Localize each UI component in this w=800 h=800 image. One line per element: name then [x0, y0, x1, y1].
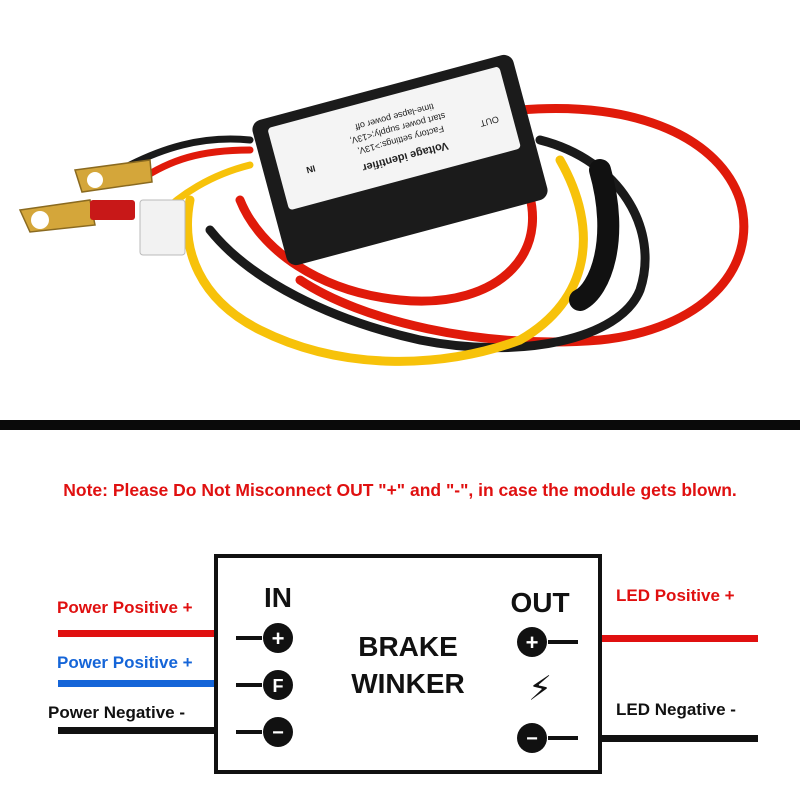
module-name-line2: WINKER [351, 668, 465, 699]
out-pin-plus: + [517, 627, 578, 657]
section-divider [0, 420, 800, 430]
in-pin-plus: + [236, 623, 293, 653]
out-pin-minus: − [517, 723, 578, 753]
wire-power-positive-blue [58, 680, 218, 687]
module-out-label: OUT [510, 587, 569, 618]
lightning-icon: ⚡ [528, 669, 552, 709]
product-label-out: OUT [479, 114, 500, 129]
label-power-positive-2: Power Positive + [57, 653, 193, 672]
in-pin-minus-symbol: − [272, 722, 284, 744]
warning-note: Note: Please Do Not Misconnect OUT "+" a… [63, 480, 737, 500]
in-pin-f-symbol: F [273, 676, 284, 696]
product-photo: Voltage identifier Factory settings:>13V… [18, 54, 749, 366]
in-pin-minus: − [236, 717, 293, 747]
out-pin-plus-symbol: + [526, 630, 539, 655]
label-power-negative: Power Negative - [48, 703, 185, 722]
spade-connectors [18, 159, 186, 256]
label-led-negative: LED Negative - [616, 700, 736, 719]
wiring-diagram: Power Positive + Power Positive + Power … [48, 554, 758, 774]
wire-power-positive-red [58, 630, 218, 637]
wire-harness [126, 103, 749, 366]
in-pin-plus-symbol: + [272, 626, 285, 651]
wire-led-positive [598, 635, 758, 642]
out-pin-minus-symbol: − [526, 728, 538, 750]
label-power-positive-1: Power Positive + [57, 598, 193, 617]
wire-led-negative [598, 735, 758, 742]
label-led-positive: LED Positive + [616, 586, 735, 605]
wire-power-negative [58, 727, 218, 734]
module-in-label: IN [264, 582, 292, 613]
in-pin-f: F [236, 670, 293, 700]
module-box [252, 54, 548, 266]
product-label-in: IN [305, 163, 316, 175]
module-name-line1: BRAKE [358, 631, 458, 662]
